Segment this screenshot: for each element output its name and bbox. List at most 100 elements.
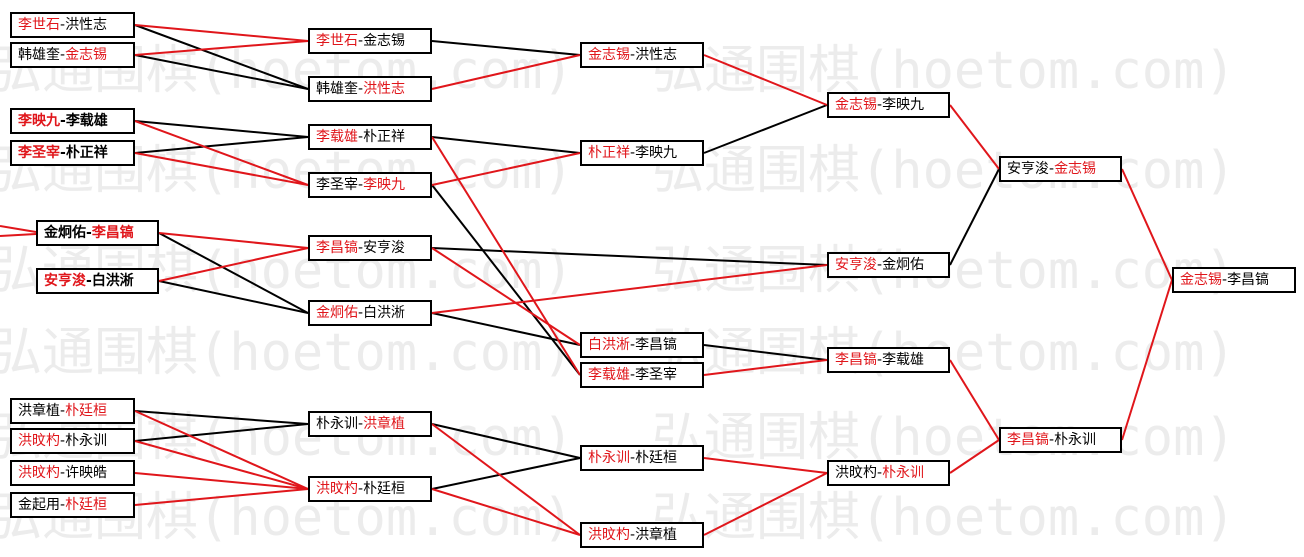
player-name: 安亨浚: [835, 257, 877, 273]
vs-dash: -: [358, 240, 364, 256]
match-box-c5: 朴永训-朴廷桓: [580, 445, 704, 471]
vs-dash: -: [1222, 272, 1228, 288]
match-box-e2: 李昌镐-朴永训: [999, 427, 1122, 453]
player-name: 金志锡: [588, 47, 630, 63]
player-name: 安亨浚: [44, 273, 86, 289]
match-box-c3: 白洪淅-李昌镐: [580, 332, 704, 358]
bracket-edge-a7-b7: [134, 410, 309, 425]
player-name: 安亨浚: [363, 240, 406, 256]
player-name: 朴正祥: [588, 145, 630, 161]
player-name: 李昌镐: [1007, 432, 1049, 448]
vs-dash: -: [358, 81, 364, 97]
vs-dash: -: [60, 113, 66, 129]
vs-dash: -: [60, 497, 66, 513]
bracket-edge-c6-d4: [703, 472, 828, 536]
player-name: 金志锡: [65, 47, 108, 63]
vs-dash: -: [60, 145, 66, 161]
player-name: 朴永训: [882, 465, 925, 481]
player-name: 朴廷桓: [65, 497, 108, 513]
vs-dash: -: [60, 403, 66, 419]
bracket-edge-b3-c2: [431, 136, 581, 154]
player-name: 李载雄: [65, 113, 108, 129]
vs-dash: -: [630, 337, 636, 353]
bracket-edge-b7-c6: [431, 423, 581, 536]
match-box-a8: 洪旼杓-朴永训: [10, 428, 135, 454]
bracket-edge-a5-b5: [158, 232, 309, 249]
player-name: 金志锡: [363, 33, 406, 49]
match-box-f1: 金志锡-李昌镐: [1172, 267, 1296, 293]
player-name: 洪旼杓: [316, 481, 358, 497]
bracket-edge-a2-b1: [134, 40, 309, 56]
bracket-edge-a5-b6: [158, 232, 309, 314]
player-name: 许映皓: [65, 465, 108, 481]
player-name: 李昌镐: [635, 337, 678, 353]
bracket-edge-stub: [0, 225, 37, 233]
player-name: 安亨浚: [1007, 161, 1049, 177]
player-name: 李圣宰: [635, 367, 678, 383]
bracket-edge-a10-b8: [134, 488, 309, 506]
match-box-c2: 朴正祥-李映九: [580, 140, 704, 166]
bracket-edge-b6-d2: [431, 264, 828, 314]
player-name: 洪章植: [363, 416, 406, 432]
match-box-b4: 李圣宰-李映九: [308, 172, 432, 198]
match-box-d4: 洪旼杓-朴永训: [827, 460, 950, 486]
player-name: 洪性志: [65, 17, 108, 33]
vs-dash: -: [1049, 161, 1055, 177]
player-name: 李载雄: [882, 352, 925, 368]
player-name: 韩雄奎: [316, 81, 358, 97]
player-name: 李映九: [635, 145, 678, 161]
vs-dash: -: [630, 527, 636, 543]
player-name: 金志锡: [1054, 161, 1097, 177]
bracket-edge-b4-c2: [431, 152, 581, 186]
match-box-b8: 洪旼杓-朴廷桓: [308, 476, 432, 502]
vs-dash: -: [358, 416, 364, 432]
player-name: 白洪淅: [588, 337, 630, 353]
bracket-edge-a2-b2: [134, 54, 309, 90]
player-name: 洪章植: [635, 527, 678, 543]
player-name: 白洪淅: [91, 273, 134, 289]
vs-dash: -: [358, 129, 364, 145]
bracket-edge-b2-c1: [431, 54, 581, 90]
vs-dash: -: [60, 47, 66, 63]
bracket-edge-c1-d1: [703, 54, 828, 106]
vs-dash: -: [358, 481, 364, 497]
player-name: 洪章植: [18, 403, 60, 419]
vs-dash: -: [60, 465, 66, 481]
player-name: 李昌镐: [835, 352, 877, 368]
bracket-edge-a1-b1: [134, 24, 309, 42]
match-box-d2: 安亨浚-金炯佑: [827, 252, 950, 278]
bracket-edge-d3-e2: [949, 359, 1000, 441]
bracket-edge-b8-c5: [431, 457, 581, 490]
bracket-edge-c4-d3: [703, 359, 828, 376]
vs-dash: -: [358, 305, 364, 321]
match-box-a2: 韩雄奎-金志锡: [10, 42, 135, 68]
player-name: 李世石: [18, 17, 60, 33]
match-box-c4: 李载雄-李圣宰: [580, 362, 704, 388]
player-name: 洪旼杓: [835, 465, 877, 481]
match-box-d3: 李昌镐-李载雄: [827, 347, 950, 373]
player-name: 李载雄: [588, 367, 630, 383]
bracket-edge-a4-b3: [134, 136, 309, 154]
bracket-edge-a3-b4: [134, 120, 309, 186]
bracket-edge-b5-c3: [431, 247, 581, 346]
vs-dash: -: [877, 257, 883, 273]
player-name: 李映九: [18, 113, 60, 129]
match-box-c6: 洪旼杓-洪章植: [580, 522, 704, 548]
player-name: 白洪淅: [363, 305, 406, 321]
bracket-edge-e2-f1: [1121, 279, 1173, 441]
bracket-edge-b5-d2: [431, 247, 828, 266]
bracket-edge-b1-c1: [431, 40, 581, 56]
match-box-a10: 金起用-朴廷桓: [10, 492, 135, 518]
player-name: 金起用: [18, 497, 60, 513]
vs-dash: -: [1049, 432, 1055, 448]
player-name: 朴正祥: [363, 129, 406, 145]
player-name: 李映九: [363, 177, 406, 193]
match-box-a7: 洪章植-朴廷桓: [10, 398, 135, 424]
match-box-b6: 金炯佑-白洪淅: [308, 300, 432, 326]
player-name: 李圣宰: [18, 145, 60, 161]
bracket-edge-a6-b6: [158, 280, 309, 314]
match-box-c1: 金志锡-洪性志: [580, 42, 704, 68]
player-name: 金志锡: [835, 97, 877, 113]
player-name: 李昌镐: [316, 240, 358, 256]
